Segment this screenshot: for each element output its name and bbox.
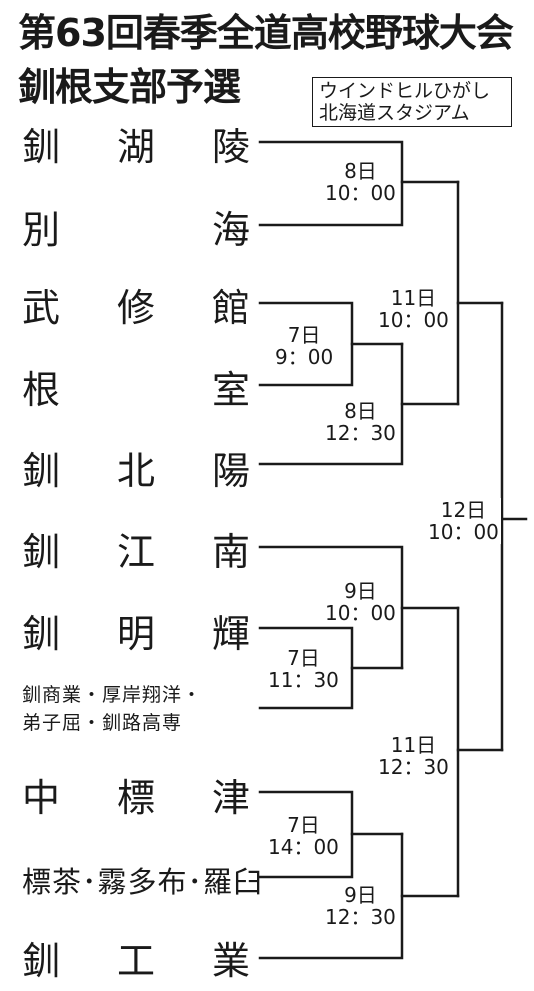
page-title: 第63回春季全道高校野球大会 [18,11,514,55]
venue-line-1: ウインドヒルひがし [319,80,491,102]
bracket-line [258,342,404,466]
team-3: 武修館 [22,285,250,330]
team-11: 釧工業 [22,938,250,983]
page-subtitle: 釧根支部予選 [18,65,241,109]
team-9: 中標津 [22,775,250,820]
bracket-line [258,832,404,960]
team-8-combined: 釧商業・厚岸翔洋・ 弟子屈・釧路高専 [22,684,203,734]
venue-line-2: 北海道スタジアム [319,102,470,124]
venue-box: ウインドヒルひがし 北海道スタジアム [312,77,512,127]
team-4: 根室 [22,367,250,412]
team-5: 釧北陽 [22,448,250,493]
team-2: 別海 [22,207,250,252]
team-10-combined: 標茶･霧多布･羅臼 [22,865,264,899]
team-7: 釧明輝 [22,611,250,656]
team-1: 釧湖陵 [22,124,250,169]
team-6: 釧江南 [22,529,250,574]
bracket-line [258,545,404,670]
bracket-line [258,140,404,227]
